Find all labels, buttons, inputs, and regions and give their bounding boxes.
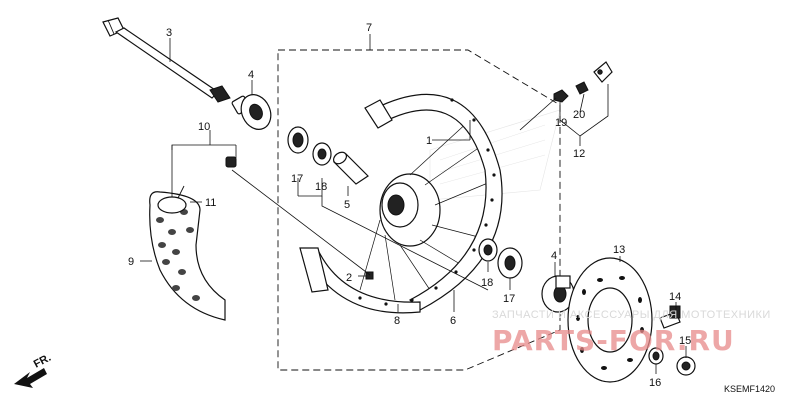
callout-1: 1 bbox=[426, 135, 432, 147]
callout-7: 7 bbox=[366, 22, 372, 34]
callout-11: 11 bbox=[205, 197, 216, 209]
callout-20: 20 bbox=[573, 109, 585, 121]
callout-18-right: 18 bbox=[481, 277, 493, 289]
dust-seal-right bbox=[497, 247, 523, 279]
callout-3: 3 bbox=[166, 27, 172, 39]
front-arrow-label: FR. bbox=[32, 352, 53, 371]
callout-14: 14 bbox=[669, 291, 681, 303]
front-direction-arrow: FR. bbox=[14, 352, 53, 388]
disc-nut bbox=[676, 356, 696, 376]
tire bbox=[149, 191, 226, 321]
callout-4-right: 4 bbox=[551, 250, 557, 262]
callout-9: 9 bbox=[128, 256, 134, 268]
bearing-right bbox=[478, 238, 498, 262]
callout-4-left: 4 bbox=[248, 69, 254, 81]
leader-lines bbox=[140, 34, 687, 374]
speedometer-clip bbox=[593, 61, 613, 83]
dust-seal-left bbox=[312, 142, 332, 166]
small-nut bbox=[575, 81, 589, 95]
speedometer-nut bbox=[553, 89, 569, 103]
callout-19: 19 bbox=[555, 117, 567, 129]
watermark-tagline: ЗАПЧАСТИ И АКСЕССУАРЫ ДЛЯ МОТОТЕХНИКИ bbox=[492, 309, 771, 321]
tire-tube-group bbox=[149, 156, 237, 321]
brake-disc bbox=[567, 257, 653, 383]
callout-10: 10 bbox=[198, 121, 210, 133]
axle-spacer-left bbox=[231, 94, 272, 130]
callout-5: 5 bbox=[344, 199, 350, 211]
disc-washer bbox=[648, 347, 664, 365]
callout-16: 16 bbox=[649, 377, 661, 389]
watermark-brand: PARTS-FOR.RU bbox=[492, 324, 735, 357]
callout-18-left: 18 bbox=[315, 181, 327, 193]
wheel-hub bbox=[359, 119, 496, 301]
callout-13: 13 bbox=[613, 244, 625, 256]
callout-12: 12 bbox=[573, 148, 585, 160]
bearing-left bbox=[287, 126, 309, 154]
inner-tube bbox=[157, 196, 187, 214]
watermark: ЗАПЧАСТИ И АКСЕССУАРЫ ДЛЯ МОТОТЕХНИКИ PA… bbox=[492, 309, 771, 357]
diagram-code: KSEMF1420 bbox=[724, 384, 775, 394]
distance-collar bbox=[332, 151, 369, 185]
wheel-rim bbox=[299, 93, 503, 314]
callout-6: 6 bbox=[450, 315, 456, 327]
axle-spacer-right bbox=[541, 275, 575, 313]
disc-bolt bbox=[659, 305, 681, 329]
callout-15: 15 bbox=[679, 335, 691, 347]
wheel-assembly-boundary bbox=[277, 49, 561, 371]
callout-2: 2 bbox=[346, 272, 352, 284]
spoke-nipple bbox=[365, 271, 374, 280]
callout-17-left: 17 bbox=[291, 173, 303, 185]
callout-8: 8 bbox=[394, 315, 400, 327]
front-axle bbox=[102, 17, 231, 103]
callout-labels: 1 2 3 4 4 5 6 7 8 9 10 11 12 13 14 15 16… bbox=[128, 22, 691, 389]
callout-17-right: 17 bbox=[503, 293, 515, 305]
valve-cap bbox=[225, 156, 237, 168]
